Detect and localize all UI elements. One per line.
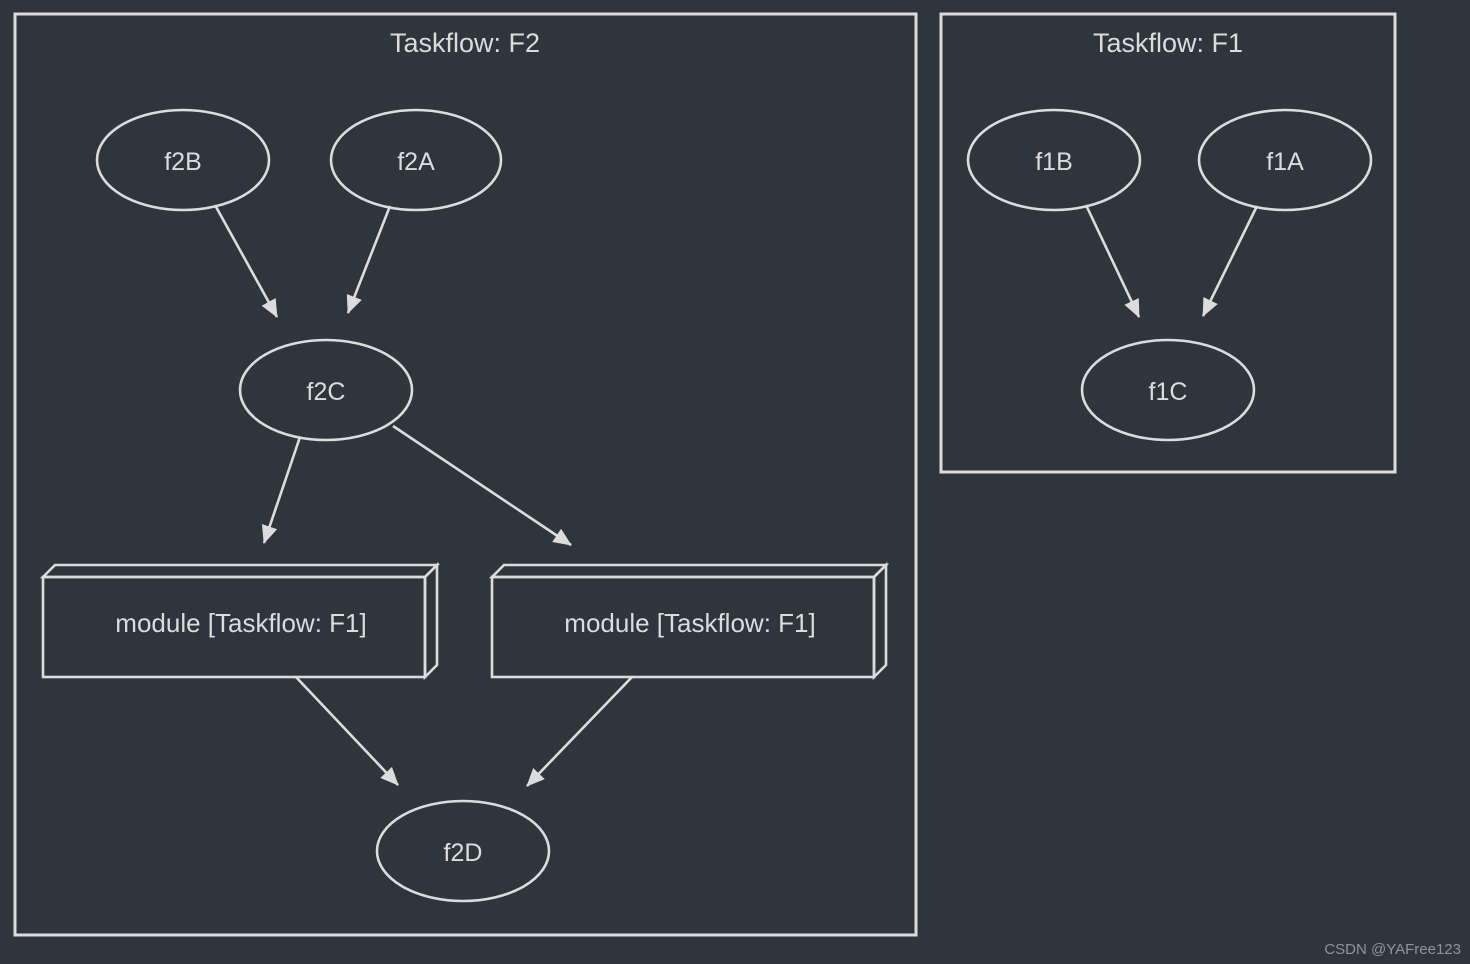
- node-f1b-label: f1B: [1035, 148, 1073, 176]
- edges-f1: [1084, 204, 1259, 318]
- cluster-f1-border: [939, 12, 1397, 474]
- node-f2d-shape[interactable]: [375, 799, 551, 903]
- node-f2c-label: f2C: [307, 378, 346, 406]
- module-1-side-face: [423, 561, 439, 681]
- node-f1a-shape[interactable]: [1197, 108, 1373, 212]
- edges-f2: [213, 204, 633, 787]
- node-f2a-label: f2A: [397, 148, 435, 176]
- module-1-front-face[interactable]: [41, 575, 427, 679]
- edge-f2c-to-module1: [261, 436, 302, 544]
- module-2-label: module [Taskflow: F1]: [564, 608, 815, 638]
- node-f1c-label: f1C: [1149, 378, 1188, 406]
- node-f2d[interactable]: f2D: [375, 799, 551, 903]
- cluster-f1: Taskflow: F1: [939, 12, 1397, 474]
- node-module-2[interactable]: module [Taskflow: F1]: [488, 561, 890, 681]
- edge-module2-to-f2d: [526, 676, 633, 787]
- node-f1b-shape[interactable]: [966, 108, 1142, 212]
- node-f1a[interactable]: f1A: [1197, 108, 1373, 212]
- module-1-top-face: [39, 563, 441, 579]
- node-f2d-label: f2D: [444, 839, 483, 867]
- node-f1b[interactable]: f1B: [966, 108, 1142, 212]
- node-f1a-label: f1A: [1266, 148, 1304, 176]
- node-f1c-shape[interactable]: [1080, 338, 1256, 442]
- module-1-label: module [Taskflow: F1]: [115, 608, 366, 638]
- watermark-label: CSDN @YAFree123: [1324, 941, 1461, 958]
- edge-f2a-to-f2c: [346, 205, 392, 314]
- node-f1c[interactable]: f1C: [1080, 338, 1256, 442]
- cluster-f2-border: [13, 12, 918, 937]
- node-module-1[interactable]: module [Taskflow: F1]: [39, 561, 441, 681]
- edge-f2b-to-f2c: [213, 204, 279, 318]
- node-f2b-label: f2B: [164, 148, 202, 176]
- edge-f1a-to-f1c: [1201, 205, 1259, 317]
- cluster-f1-title: Taskflow: F1: [1093, 28, 1243, 58]
- module-2-front-face[interactable]: [490, 575, 876, 679]
- edge-module1-to-f2d: [295, 676, 399, 786]
- node-f2c[interactable]: f2C: [238, 338, 414, 442]
- node-f2a-shape[interactable]: [329, 108, 503, 212]
- edge-f1b-to-f1c: [1084, 204, 1141, 318]
- cluster-f2-title: Taskflow: F2: [390, 28, 540, 58]
- module-2-side-face: [872, 561, 888, 681]
- node-f2a[interactable]: f2A: [329, 108, 503, 212]
- node-f2b[interactable]: f2B: [95, 108, 271, 212]
- cluster-f2: Taskflow: F2: [13, 12, 918, 937]
- node-f2c-shape[interactable]: [238, 338, 414, 442]
- node-f2b-shape[interactable]: [95, 108, 271, 212]
- edge-f2c-to-module2: [392, 424, 572, 547]
- module-2-top-face: [488, 563, 890, 579]
